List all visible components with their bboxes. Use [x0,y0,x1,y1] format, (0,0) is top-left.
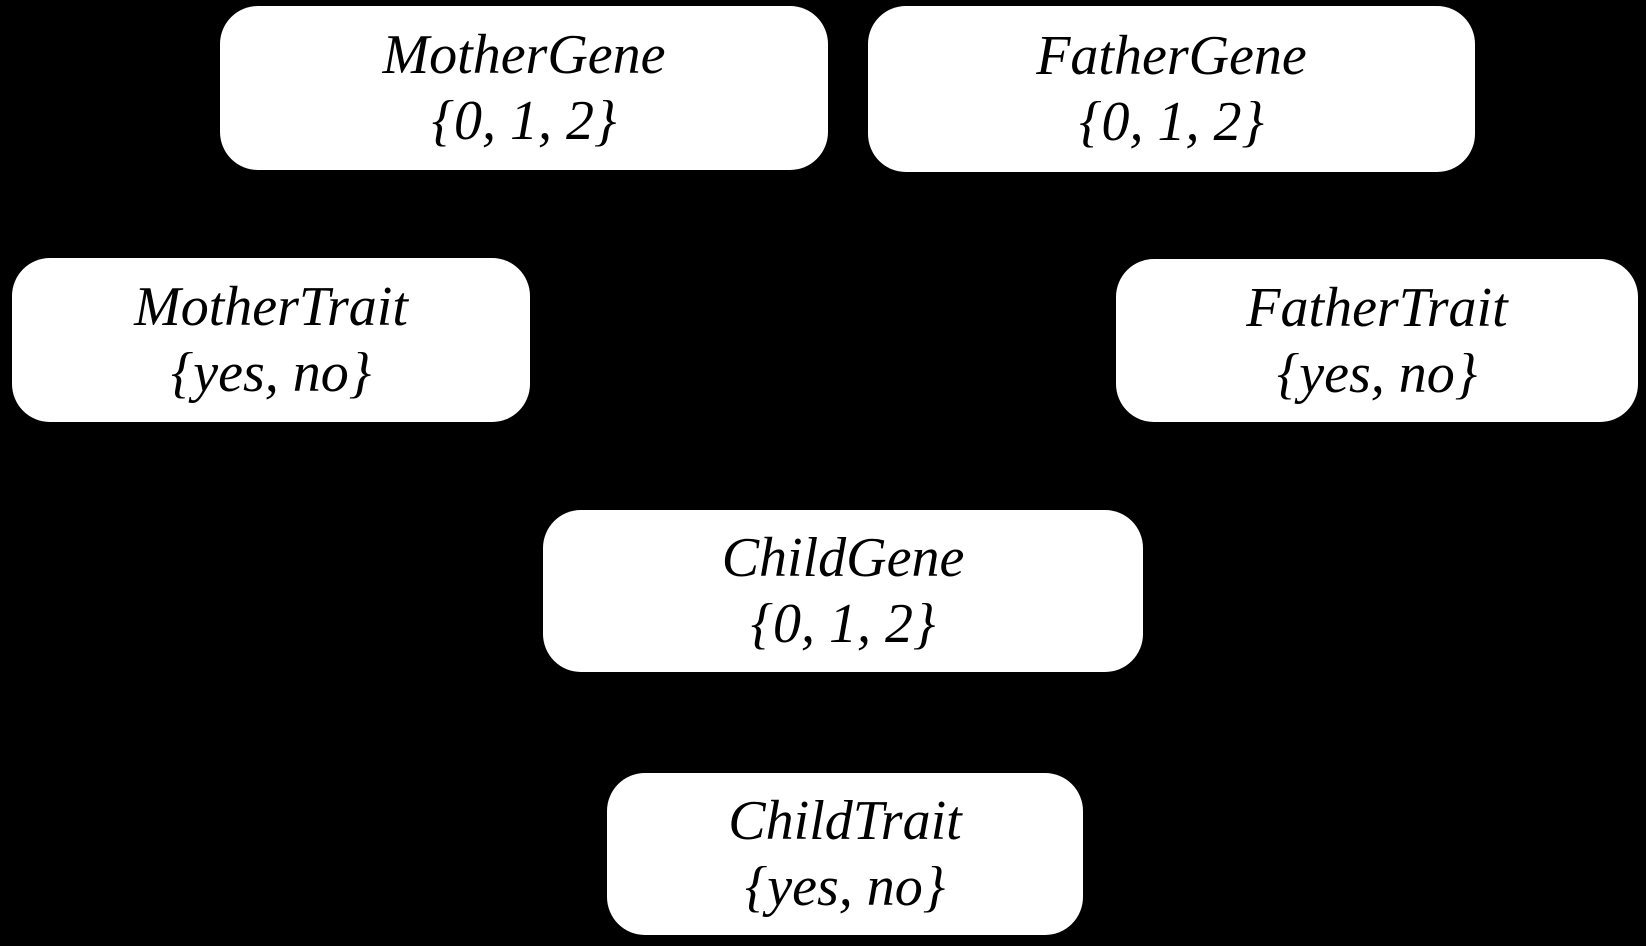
node-child-trait-label: ChildTrait [728,790,962,852]
node-father-trait: FatherTrait {yes, no} [1116,259,1638,422]
node-child-trait-domain: {yes, no} [744,856,946,918]
node-child-trait: ChildTrait {yes, no} [607,773,1083,935]
node-mother-trait-domain: {yes, no} [170,342,372,404]
node-father-gene-label: FatherGene [1036,25,1307,87]
node-child-gene-label: ChildGene [721,527,965,589]
node-child-gene: ChildGene {0, 1, 2} [543,510,1143,672]
node-mother-trait-label: MotherTrait [134,276,408,338]
node-father-trait-label: FatherTrait [1246,276,1508,339]
node-father-gene-domain: {0, 1, 2} [1079,91,1264,153]
node-father-trait-domain: {yes, no} [1276,342,1478,405]
node-mother-gene: MotherGene {0, 1, 2} [220,6,828,170]
node-father-gene: FatherGene {0, 1, 2} [868,6,1475,172]
node-mother-trait: MotherTrait {yes, no} [12,258,530,422]
node-mother-gene-label: MotherGene [382,24,666,86]
node-mother-gene-domain: {0, 1, 2} [431,90,617,152]
node-child-gene-domain: {0, 1, 2} [750,593,936,655]
